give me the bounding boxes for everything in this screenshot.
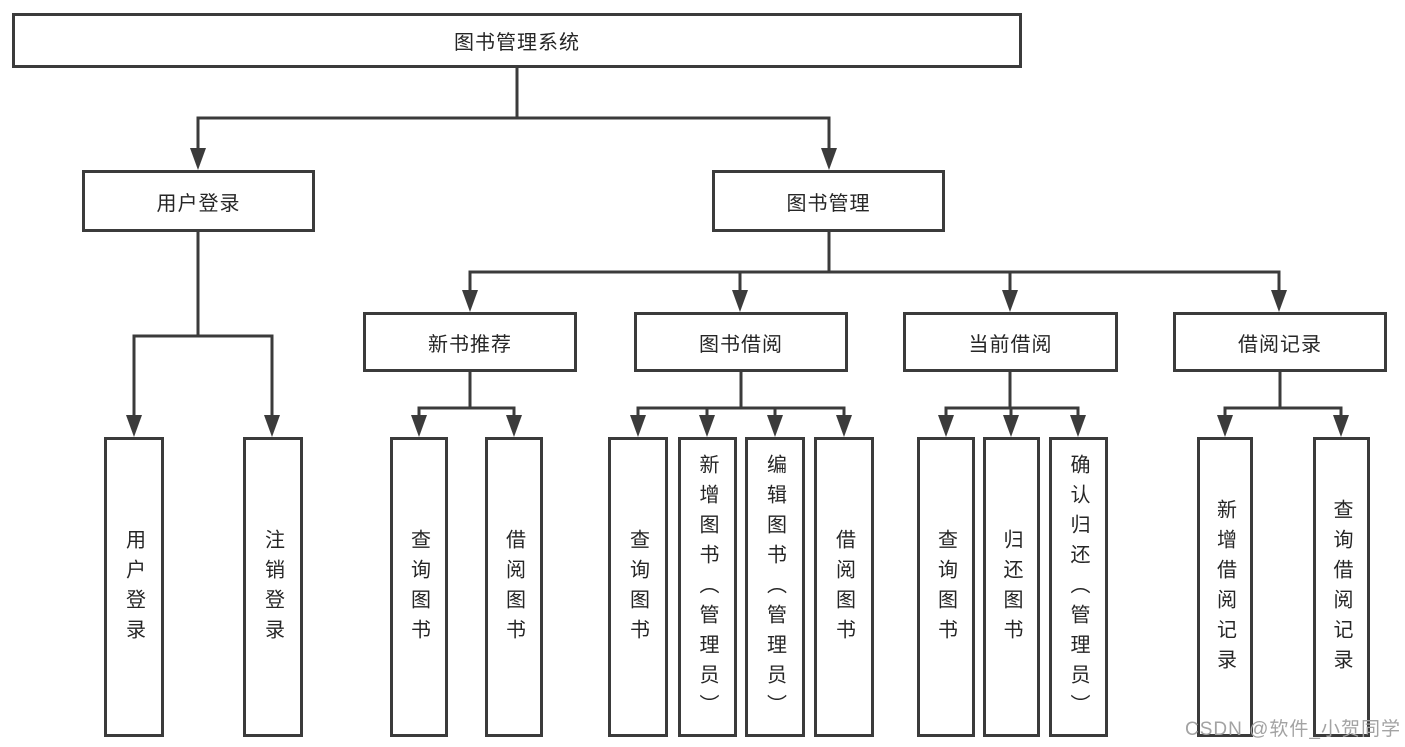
node-user-login: 用户登录 <box>82 170 315 232</box>
node-add-books-admin: 新增图书（管理员） <box>678 437 737 737</box>
node-query-borrow-record: 查询借阅记录 <box>1313 437 1370 737</box>
node-current-borrowing: 当前借阅 <box>903 312 1118 372</box>
arrowheads <box>126 148 1349 437</box>
node-new-book-recommendation: 新书推荐 <box>363 312 577 372</box>
node-borrow-books: 借阅图书 <box>814 437 874 737</box>
node-query-books-current: 查询图书 <box>917 437 975 737</box>
node-book-borrowing: 图书借阅 <box>634 312 848 372</box>
node-query-books-borrowing: 查询图书 <box>608 437 668 737</box>
node-edit-books-admin: 编辑图书（管理员） <box>745 437 805 737</box>
node-user-login-leaf: 用户登录 <box>104 437 164 737</box>
node-borrow-books-recommend: 借阅图书 <box>485 437 543 737</box>
node-book-management: 图书管理 <box>712 170 945 232</box>
node-return-books: 归还图书 <box>983 437 1040 737</box>
node-confirm-return-admin: 确认归还（管理员） <box>1049 437 1108 737</box>
node-library-management-system: 图书管理系统 <box>12 13 1022 68</box>
node-query-books-recommend: 查询图书 <box>390 437 448 737</box>
csdn-watermark: CSDN @软件_小贺同学 <box>1185 719 1401 740</box>
node-borrowing-records: 借阅记录 <box>1173 312 1387 372</box>
node-logout: 注销登录 <box>243 437 303 737</box>
node-add-borrow-record: 新增借阅记录 <box>1197 437 1253 737</box>
